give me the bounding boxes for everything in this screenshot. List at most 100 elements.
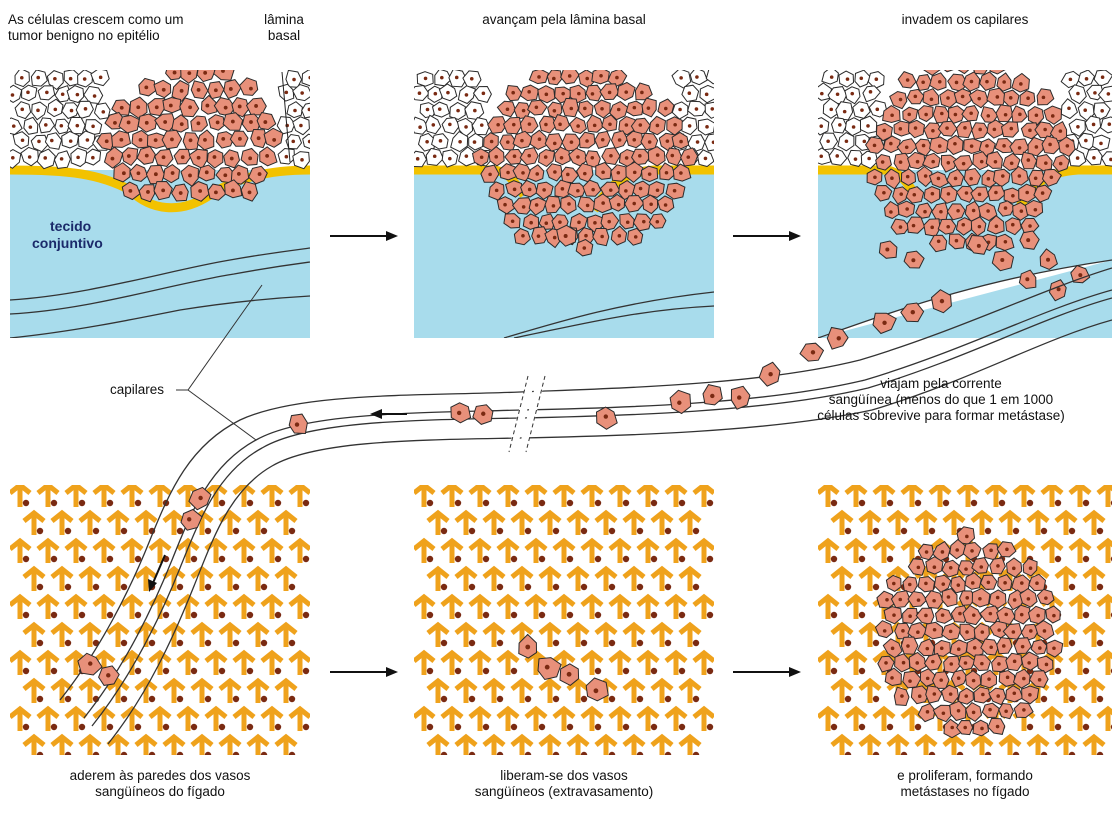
hepatocyte-nucleus	[1097, 584, 1103, 590]
hepatocyte-nucleus	[707, 668, 713, 674]
epithelial-cell-nucleus	[859, 76, 863, 80]
tumor-cell-nucleus	[214, 190, 218, 194]
epithelial-cell-nucleus	[852, 125, 856, 129]
epithelial-cell-nucleus	[28, 155, 32, 159]
tumor-cell-nucleus	[647, 106, 651, 110]
tumor-cell-nucleus	[120, 106, 124, 110]
hepatocyte-nucleus	[219, 668, 225, 674]
tumor-cell-nucleus	[923, 210, 927, 214]
tumor-cell-nucleus	[180, 122, 184, 126]
hepatocyte-nucleus	[1083, 724, 1089, 730]
tumor-cell-nucleus	[947, 192, 951, 196]
metastasis-cell-nucleus	[958, 612, 962, 616]
metastasis-cell-nucleus	[971, 581, 975, 585]
hepatocyte-nucleus	[275, 668, 281, 674]
tumor-cell-nucleus	[537, 75, 541, 79]
tumor-cell-nucleus	[632, 202, 636, 206]
metastasis-cell-nucleus	[932, 599, 936, 603]
tumor-cell-nucleus	[638, 154, 642, 158]
hepatocyte-nucleus	[107, 500, 113, 506]
hepatocyte-nucleus	[261, 528, 267, 534]
connective-tissue-label: tecido conjuntivo	[32, 218, 103, 252]
tumor-cell-nucleus	[937, 239, 941, 243]
circulating-cell	[597, 407, 618, 429]
hepatocyte-nucleus	[1083, 612, 1089, 618]
tumor-cell-nucleus	[544, 221, 548, 225]
tumor-cell-nucleus	[993, 128, 997, 132]
metastasis-cell-nucleus	[965, 596, 969, 600]
tumor-cell-nucleus	[139, 138, 143, 142]
tumor-cell-nucleus	[648, 172, 652, 176]
epithelial-cell-nucleus	[69, 77, 73, 81]
tumor-cell-nucleus	[899, 192, 903, 196]
metastasis-cell-nucleus	[996, 596, 1000, 600]
tumor-cell-nucleus	[970, 80, 974, 84]
tumor-cell-nucleus	[216, 121, 220, 125]
tumor-cell-nucleus	[961, 95, 965, 99]
tumor-cell-nucleus	[1034, 208, 1038, 212]
metastasis-cell-nucleus	[979, 565, 983, 569]
hepatocyte-nucleus	[261, 640, 267, 646]
hepatocyte-nucleus	[483, 668, 489, 674]
metastasis-cell-nucleus	[925, 550, 929, 554]
tumor-cell-nucleus	[511, 219, 515, 223]
metastasis-cell-nucleus	[996, 725, 1000, 729]
metastasis-cell-nucleus	[970, 549, 974, 553]
tumor-cell-nucleus	[639, 187, 643, 191]
hepatocyte-nucleus	[427, 668, 433, 674]
epithelial-cell-nucleus	[75, 124, 79, 128]
epithelial-cell-nucleus	[1069, 78, 1073, 82]
hepatocyte-nucleus	[469, 696, 475, 702]
epithelial-cell-nucleus	[819, 124, 823, 128]
epithelial-cell-nucleus	[446, 91, 450, 95]
tumor-cell-nucleus	[905, 207, 909, 211]
metastasis-cell-nucleus	[987, 677, 991, 681]
metastasis-cell-nucleus	[931, 660, 935, 664]
tumor-cell-nucleus	[625, 123, 629, 127]
hepatocyte-nucleus	[1041, 528, 1047, 534]
tumor-cell-nucleus	[521, 171, 525, 175]
tumor-cell-nucleus	[552, 204, 556, 208]
hepatocyte-nucleus	[845, 640, 851, 646]
tumor-cell-nucleus	[978, 193, 982, 197]
tumor-cell-nucleus	[977, 97, 981, 101]
tumor-cell-nucleus	[535, 172, 539, 176]
tumor-cell-nucleus	[905, 145, 909, 149]
hepatocyte-nucleus	[247, 668, 253, 674]
hepatocyte-nucleus	[205, 696, 211, 702]
capilares-pointer-bottom	[188, 390, 256, 440]
tumor-cell-nucleus	[954, 113, 958, 117]
tumor-cell-nucleus	[639, 123, 643, 127]
tumor-cell-nucleus	[649, 202, 653, 206]
hepatocyte-nucleus	[609, 528, 615, 534]
hepatocyte-nucleus	[873, 528, 879, 534]
epithelial-cell-nucleus	[43, 156, 47, 160]
tumor-cell-nucleus	[496, 123, 500, 127]
tumor-cell-nucleus	[656, 124, 660, 128]
hepatocyte-nucleus	[93, 584, 99, 590]
hepatocyte-nucleus	[163, 668, 169, 674]
hepatocyte-nucleus	[693, 528, 699, 534]
circulating-cell	[800, 343, 824, 361]
hepatocyte-nucleus	[149, 696, 155, 702]
tumor-cell-nucleus	[955, 81, 959, 85]
tumor-cell-nucleus	[511, 91, 515, 95]
hepatocyte-nucleus	[873, 696, 879, 702]
metastasis-cell-nucleus	[916, 630, 920, 634]
tumor-cell-nucleus	[1026, 238, 1030, 242]
tumor-cell-nucleus	[180, 89, 184, 93]
metastasis-cell-nucleus	[980, 662, 984, 666]
metastasis-cell-nucleus	[1038, 646, 1042, 650]
epithelial-cell-nucleus	[36, 109, 40, 113]
hepatocyte-nucleus	[539, 668, 545, 674]
tumor-cell-nucleus	[223, 173, 227, 177]
hepatocyte-nucleus	[51, 612, 57, 618]
epithelial-cell-nucleus	[1076, 92, 1080, 96]
tumor-cell-nucleus	[930, 97, 934, 101]
hepatocyte-nucleus	[915, 724, 921, 730]
tumor-cell-nucleus	[995, 224, 999, 228]
tumor-cell-nucleus	[586, 204, 590, 208]
metastasis-cell-nucleus	[1052, 614, 1056, 618]
epithelial-cell-nucleus	[1093, 91, 1097, 95]
epithelial-cell-nucleus	[482, 92, 486, 96]
